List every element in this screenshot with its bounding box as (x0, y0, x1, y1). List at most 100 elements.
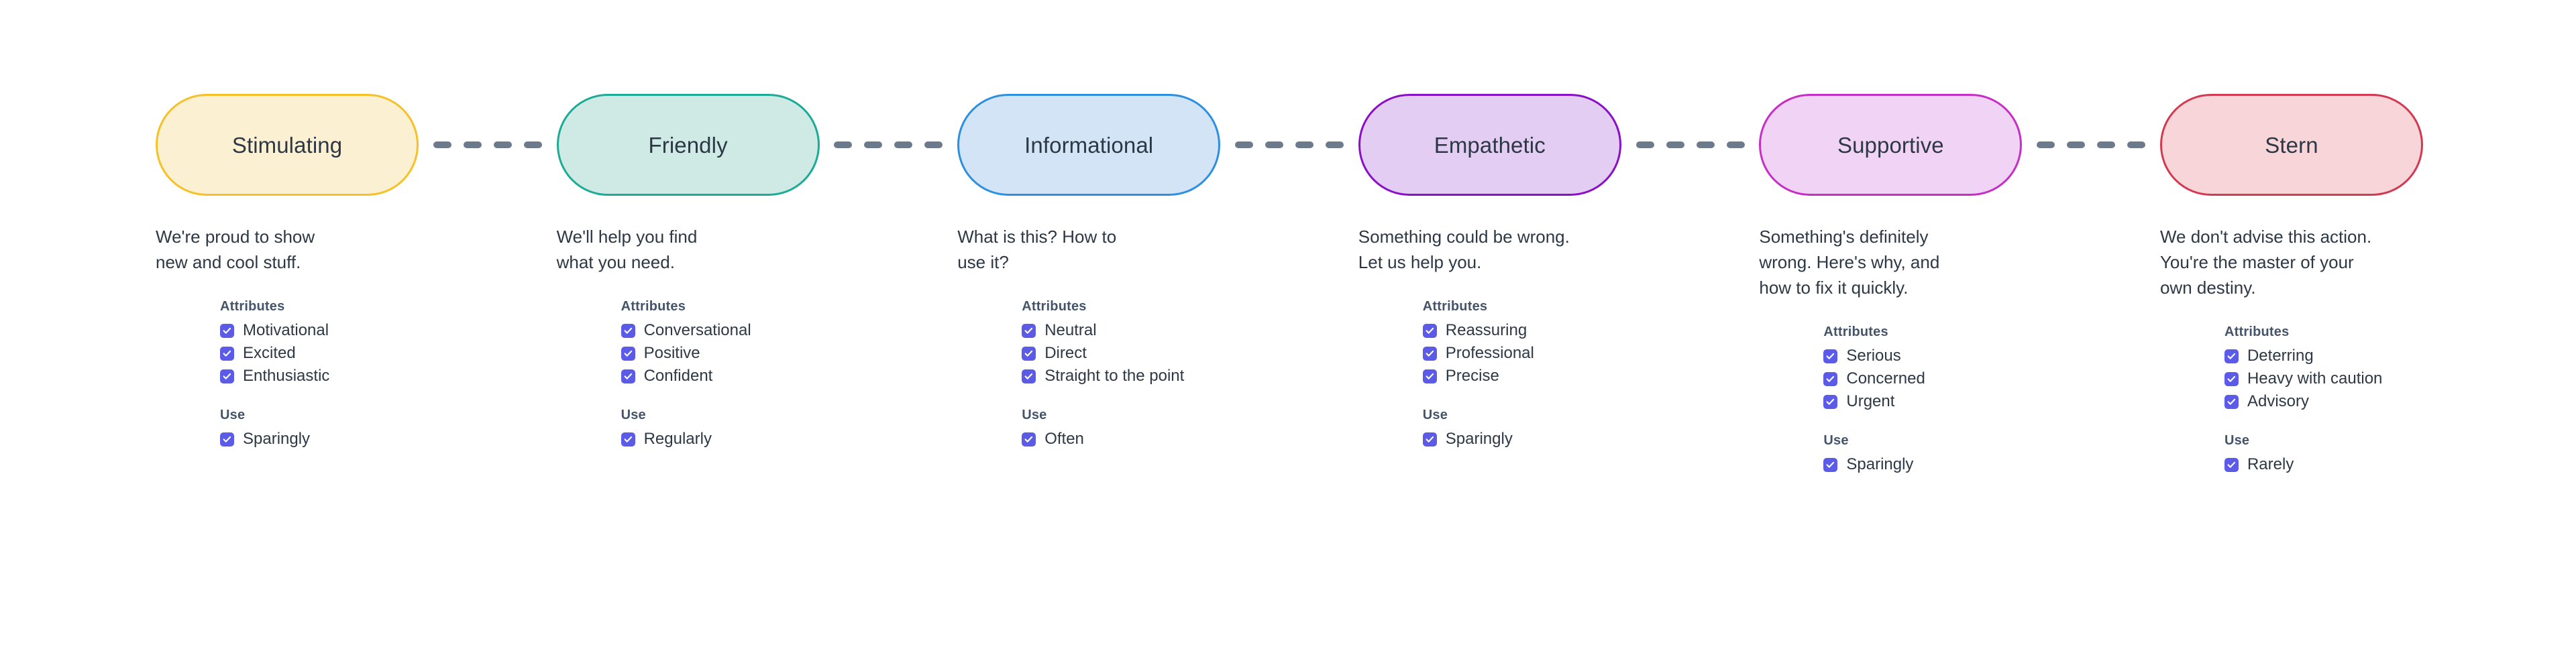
attributes-item[interactable]: Deterring (2224, 345, 2382, 367)
tone-pill-label: Stimulating (231, 132, 343, 158)
connector-dash (1726, 141, 1745, 148)
attributes-item[interactable]: Precise (1422, 365, 1534, 388)
checkbox-checked-icon[interactable] (2224, 371, 2239, 386)
connector-dash (2097, 141, 2116, 148)
connector-dash (1666, 141, 1684, 148)
connector-dash (523, 141, 542, 148)
connector-dash (1696, 141, 1715, 148)
tone-pill[interactable]: Informational (957, 94, 1221, 196)
checkbox-checked-icon[interactable] (220, 369, 234, 384)
checkbox-checked-icon[interactable] (1422, 432, 1437, 447)
attributes-item[interactable]: Professional (1422, 342, 1534, 365)
use-group-title: Use (2224, 433, 2250, 448)
checkbox-checked-icon[interactable] (1823, 457, 1838, 472)
checkbox-checked-icon[interactable] (1022, 323, 1036, 338)
connector-dash (433, 141, 451, 148)
use-item-label: Often (1044, 430, 1084, 448)
checkbox-checked-icon[interactable] (621, 432, 635, 447)
checkbox-checked-icon[interactable] (1422, 323, 1437, 338)
tone-pill[interactable]: Stimulating (156, 94, 419, 196)
attributes-item-label: Professional (1445, 344, 1534, 362)
connector-dash (1265, 141, 1283, 148)
attributes-group-title: Attributes (1422, 299, 1488, 314)
checkbox-checked-icon[interactable] (1022, 369, 1036, 384)
attributes-item[interactable]: Direct (1022, 342, 1184, 365)
use-item[interactable]: Sparingly (1823, 453, 1925, 476)
checkbox-checked-icon[interactable] (621, 369, 635, 384)
checkbox-checked-icon[interactable] (1022, 346, 1036, 361)
tone-pill[interactable]: Supportive (1759, 94, 2023, 196)
checkbox-checked-icon[interactable] (2224, 349, 2239, 363)
attributes-item[interactable]: Heavy with caution (2224, 367, 2382, 390)
checkbox-checked-icon[interactable] (1022, 432, 1036, 447)
use-item[interactable]: Regularly (621, 428, 751, 451)
checkbox-checked-icon[interactable] (220, 323, 234, 338)
use-item-label: Sparingly (1846, 455, 1914, 473)
tone-pill[interactable]: Stern (2159, 94, 2423, 196)
checkbox-checked-icon[interactable] (2224, 457, 2239, 472)
attributes-item[interactable]: Excited (220, 342, 329, 365)
checkbox-checked-icon[interactable] (621, 346, 635, 361)
use-item[interactable]: Sparingly (1422, 428, 1534, 451)
tone-pill[interactable]: Empathetic (1358, 94, 1621, 196)
attributes-item[interactable]: Serious (1823, 345, 1925, 367)
attributes-item-label: Reassuring (1445, 321, 1527, 339)
attributes-item-label: Conversational (643, 321, 751, 339)
attributes-item[interactable]: Positive (621, 342, 751, 365)
dashed-connector (1621, 94, 1760, 196)
use-item[interactable]: Sparingly (220, 428, 329, 451)
checkbox-checked-icon[interactable] (220, 432, 234, 447)
attributes-item-label: Enthusiastic (243, 367, 330, 385)
checkbox-checked-icon[interactable] (1422, 369, 1437, 384)
use-item-label: Sparingly (243, 430, 311, 448)
tone-pill-label: Stern (2265, 132, 2318, 158)
connector-dash (924, 141, 943, 148)
connector-dash (493, 141, 512, 148)
attributes-item[interactable]: Advisory (2224, 390, 2382, 413)
use-item-label: Regularly (643, 430, 712, 448)
checkbox-checked-icon[interactable] (1422, 346, 1437, 361)
dashed-connector (2022, 94, 2160, 196)
attributes-item[interactable]: Urgent (1823, 390, 1925, 413)
connector-dash (864, 141, 883, 148)
attributes-item[interactable]: Conversational (621, 319, 751, 342)
checkbox-checked-icon[interactable] (1823, 394, 1838, 409)
checkbox-checked-icon[interactable] (220, 346, 234, 361)
attributes-item[interactable]: Concerned (1823, 367, 1925, 390)
attributes-group-title: Attributes (621, 299, 686, 314)
attributes-item-label: Deterring (2247, 347, 2314, 365)
attributes-item-label: Precise (1445, 367, 1499, 385)
attributes-group-title: Attributes (2224, 324, 2290, 339)
attributes-item-label: Urgent (1846, 392, 1895, 410)
tone-pill[interactable]: Friendly (556, 94, 820, 196)
checkbox-checked-icon[interactable] (2224, 394, 2239, 409)
use-group-title: Use (1022, 408, 1047, 422)
attributes-item[interactable]: Motivational (220, 319, 329, 342)
attributes-item[interactable]: Enthusiastic (220, 365, 329, 388)
use-item[interactable]: Rarely (2224, 453, 2382, 476)
attributes-item[interactable]: Confident (621, 365, 751, 388)
attributes-item[interactable]: Neutral (1022, 319, 1184, 342)
checkbox-checked-icon[interactable] (1823, 349, 1838, 363)
tone-description: We're proud to show new and cool stuff. (156, 227, 315, 272)
tone-pill-label: Friendly (648, 132, 728, 158)
attributes-item[interactable]: Reassuring (1422, 319, 1534, 342)
use-item-label: Rarely (2247, 455, 2294, 473)
use-item[interactable]: Often (1022, 428, 1184, 451)
checkbox-checked-icon[interactable] (621, 323, 635, 338)
checkbox-checked-icon[interactable] (1823, 371, 1838, 386)
attributes-item[interactable]: Straight to the point (1022, 365, 1184, 388)
dashed-connector (820, 94, 958, 196)
